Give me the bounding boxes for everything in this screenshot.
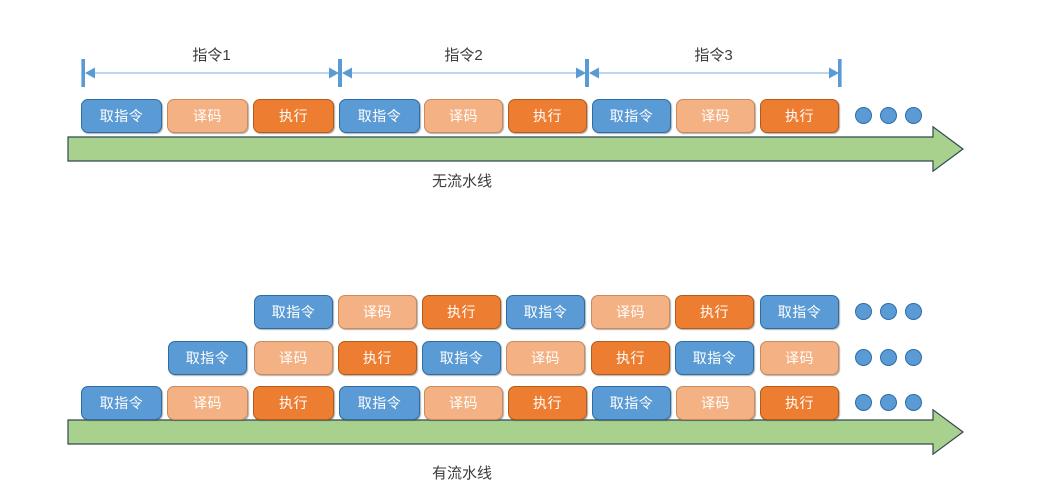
- no-pipeline-dot-1-icon: [855, 107, 872, 124]
- pipeline-caption: 有流水线: [432, 465, 493, 482]
- stage-box-fetch-r1-7: 取指令: [760, 295, 839, 329]
- stage-box-execute-top-9: 执行: [760, 99, 839, 133]
- stage-box-fetch-r1-1: 取指令: [254, 295, 333, 329]
- no-pipeline-time-arrow: [67, 125, 965, 173]
- stage-box-decode-r2-8: 译码: [760, 341, 839, 375]
- no-pipeline-dot-2-icon: [880, 107, 897, 124]
- stage-box-decode-r3-8: 译码: [676, 386, 755, 420]
- stage-box-execute-r1-6: 执行: [675, 295, 754, 329]
- no-pipeline-dot-3-icon: [905, 107, 922, 124]
- instruction-span-label-2: 指令2: [444, 47, 483, 64]
- stage-box-decode-r3-5: 译码: [424, 386, 503, 420]
- stage-box-fetch-r3-1: 取指令: [81, 386, 162, 420]
- stage-box-decode-top-5: 译码: [424, 99, 503, 133]
- pipeline-row-1-dot-3-icon: [905, 303, 922, 320]
- stage-box-fetch-top-1: 取指令: [81, 99, 162, 133]
- stage-box-execute-r3-6: 执行: [508, 386, 587, 420]
- span-arrowhead-right-3: [829, 67, 839, 79]
- pipeline-row-2-dot-3-icon: [905, 349, 922, 366]
- span-arrowhead-right-2: [576, 67, 586, 79]
- stage-box-fetch-r3-4: 取指令: [339, 386, 420, 420]
- stage-box-fetch-r1-4: 取指令: [506, 295, 585, 329]
- instruction-span-label-3: 指令3: [694, 47, 733, 64]
- stage-box-decode-top-2: 译码: [167, 99, 248, 133]
- no-pipeline-caption: 无流水线: [432, 173, 493, 190]
- stage-box-decode-r1-5: 译码: [591, 295, 670, 329]
- span-tick-right-3: [838, 59, 842, 87]
- span-arrowhead-left-2: [342, 67, 352, 79]
- stage-box-execute-top-3: 执行: [253, 99, 334, 133]
- stage-box-fetch-r2-1: 取指令: [168, 341, 247, 375]
- span-tick-left-1: [81, 59, 85, 87]
- stage-box-execute-r2-3: 执行: [338, 341, 417, 375]
- span-arrowhead-right-1: [329, 67, 339, 79]
- instruction-span-label-1: 指令1: [192, 47, 231, 64]
- stage-box-decode-r3-2: 译码: [167, 386, 248, 420]
- pipeline-row-1-dot-2-icon: [880, 303, 897, 320]
- stage-box-fetch-r2-4: 取指令: [422, 341, 501, 375]
- stage-box-decode-top-8: 译码: [676, 99, 755, 133]
- stage-box-decode-r1-2: 译码: [338, 295, 417, 329]
- stage-box-fetch-r2-7: 取指令: [675, 341, 754, 375]
- pipeline-time-arrow: [67, 408, 965, 456]
- span-tick-left-2: [338, 59, 342, 87]
- stage-box-execute-r3-3: 执行: [253, 386, 334, 420]
- pipeline-row-3-dot-1-icon: [855, 394, 872, 411]
- pipeline-row-3-dot-3-icon: [905, 394, 922, 411]
- span-arrowhead-left-1: [85, 67, 95, 79]
- stage-box-fetch-r3-7: 取指令: [592, 386, 671, 420]
- pipeline-row-2-dot-1-icon: [855, 349, 872, 366]
- stage-box-decode-r2-5: 译码: [506, 341, 585, 375]
- stage-box-fetch-top-4: 取指令: [339, 99, 420, 133]
- pipeline-row-2-dot-2-icon: [880, 349, 897, 366]
- pipeline-row-3-dot-2-icon: [880, 394, 897, 411]
- stage-box-decode-r2-2: 译码: [254, 341, 333, 375]
- pipeline-row-1-dot-1-icon: [855, 303, 872, 320]
- span-arrowhead-left-3: [589, 67, 599, 79]
- stage-box-fetch-top-7: 取指令: [592, 99, 671, 133]
- stage-box-execute-r2-6: 执行: [591, 341, 670, 375]
- stage-box-execute-r3-9: 执行: [760, 386, 839, 420]
- stage-box-execute-top-6: 执行: [508, 99, 587, 133]
- span-tick-left-3: [585, 59, 589, 87]
- instruction-span-bracket-3: [585, 59, 842, 87]
- stage-box-execute-r1-3: 执行: [422, 295, 501, 329]
